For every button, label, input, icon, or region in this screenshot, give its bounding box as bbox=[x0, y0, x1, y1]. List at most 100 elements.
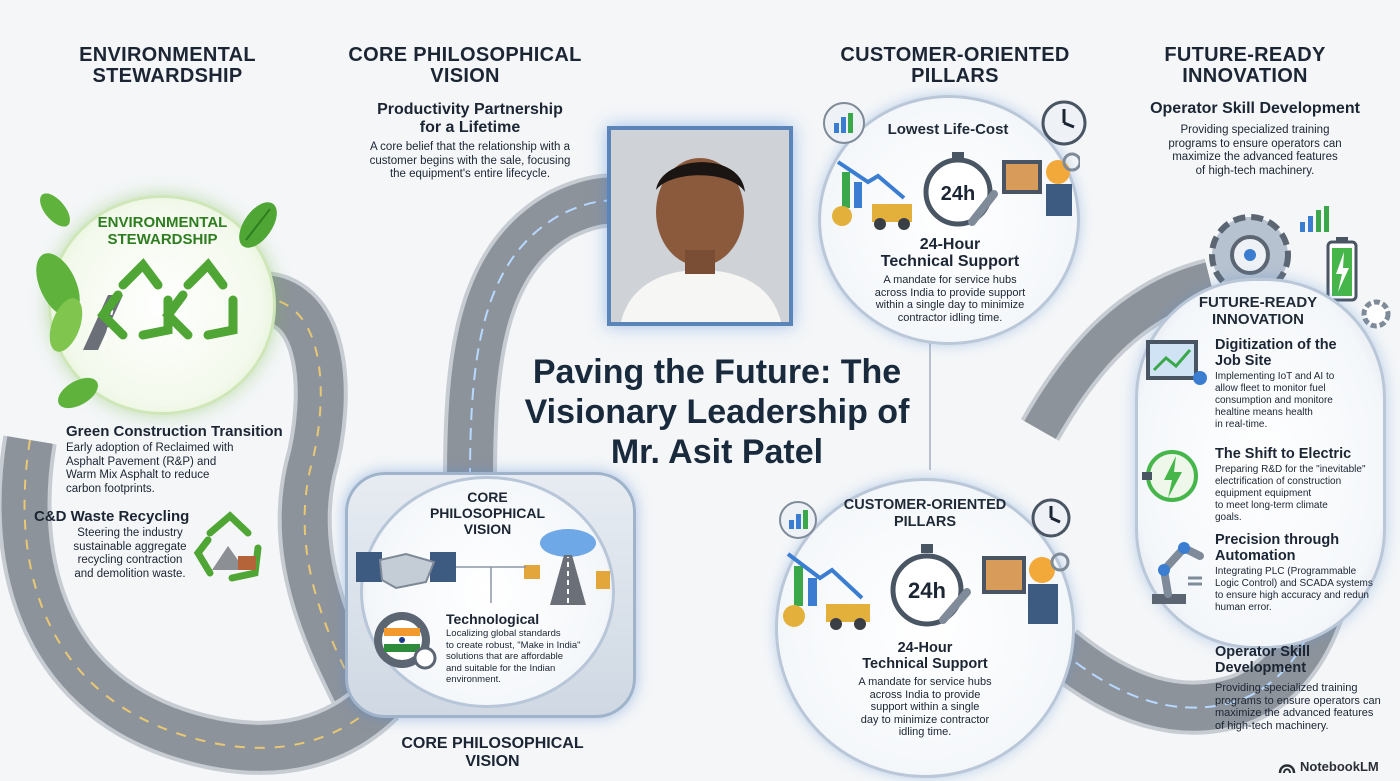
skill-body-line4: of high-tech machinery. bbox=[1195, 164, 1315, 177]
skill-body-line3: maximize the advanced features bbox=[1172, 151, 1338, 163]
top-support-body: A mandate for service hubs across India … bbox=[855, 274, 1045, 324]
header-environmental-line1: ENVIRONMENTAL bbox=[79, 44, 256, 66]
automation-body-line4: human error. bbox=[1215, 602, 1272, 613]
automation-title-line1: Precision through bbox=[1215, 532, 1340, 548]
clock-icon-bottom bbox=[1031, 498, 1071, 538]
india-flag-gear-icon bbox=[374, 612, 437, 670]
partnership-body-line1: A core belief that the relationship with… bbox=[369, 141, 571, 153]
environmental-circle-label-line1: ENVIRONMENTAL bbox=[97, 214, 228, 231]
notebooklm-logo-icon bbox=[1278, 764, 1296, 774]
digitization-body-line5: in real-time. bbox=[1215, 419, 1268, 430]
digitization-body: Implementing IoT and AI to allow fleet t… bbox=[1215, 371, 1380, 431]
digitization-body-line1: Implementing IoT and AI to bbox=[1215, 371, 1335, 382]
electric-body-line2: electrification of construction bbox=[1215, 476, 1342, 487]
bottom-support-body-line5: idling time. bbox=[898, 726, 952, 738]
stopwatch-24h-badge: 24h bbox=[941, 183, 975, 205]
skill2-title-line1: Operator Skill bbox=[1215, 644, 1311, 660]
automation-title: Precision through Automation bbox=[1215, 532, 1375, 564]
bottom-support-body-line2: across India to provide bbox=[869, 688, 981, 701]
connector-icon bbox=[456, 566, 526, 603]
technician-icon bbox=[1002, 152, 1080, 216]
gear-icon-small bbox=[1361, 299, 1391, 329]
tech-body-line1: Localizing global standards bbox=[446, 628, 561, 639]
digitization-body-line2: allow fleet to monitor fuel bbox=[1215, 383, 1326, 394]
stopwatch-24h-icon: 24h bbox=[923, 152, 998, 227]
bottom-support-body-line1: A mandate for service hubs bbox=[858, 676, 992, 688]
future-panel bbox=[1135, 278, 1386, 649]
top-support-body-line3: within a single day to minimize bbox=[875, 299, 1025, 311]
gear-icon bbox=[1209, 214, 1291, 290]
automation-body-line3: to ensure high accuracy and redun bbox=[1215, 590, 1369, 601]
core-circle-label-line2: PHILOSOPHICAL bbox=[429, 505, 546, 521]
technological-body: Localizing global standards to create ro… bbox=[446, 628, 616, 686]
header-core: CORE PHILOSOPHICAL VISION bbox=[340, 45, 590, 87]
cloud-road-icon bbox=[524, 529, 610, 605]
header-customer-line2: PILLARS bbox=[911, 65, 999, 87]
robot-arm-icon bbox=[1152, 542, 1204, 604]
header-future-line1: FUTURE-READY bbox=[1164, 44, 1326, 66]
customer-bottom-label: CUSTOMER-ORIENTED PILLARS bbox=[825, 497, 1025, 531]
top-support-title-line2: Technical Support bbox=[880, 253, 1020, 270]
growth-bars-icon bbox=[1300, 206, 1329, 232]
portrait-photo bbox=[611, 130, 789, 322]
cd-body-line1: Steering the industry bbox=[77, 527, 183, 539]
bottom-support-title: 24-Hour Technical Support bbox=[845, 640, 1005, 672]
leaf-icon-bottom bbox=[58, 377, 98, 409]
battery-icon bbox=[1326, 237, 1358, 302]
tech-body-line4: and suitable for the Indian bbox=[446, 662, 556, 674]
digitization-body-line4: healtine means health bbox=[1215, 407, 1313, 418]
automation-body-line2: Logic Control) and SCADA systems bbox=[1215, 578, 1373, 589]
cd-body-line2: sustainable aggregate bbox=[73, 540, 187, 553]
skill-body-line1: Providing specialized training bbox=[1180, 124, 1330, 136]
cd-body-line4: and demolition waste. bbox=[74, 567, 186, 580]
electric-plug-icon bbox=[1142, 450, 1198, 502]
green-body-line4: carbon footprints. bbox=[66, 482, 155, 495]
cost-decline-icon-bottom bbox=[783, 552, 870, 630]
technician-icon-bottom bbox=[982, 552, 1070, 624]
digitization-title: Digitization of the Job Site bbox=[1215, 337, 1375, 369]
skill2-body: Providing specialized training programs … bbox=[1215, 682, 1397, 732]
header-future-line2: INNOVATION bbox=[1182, 65, 1308, 87]
customer-bottom-circle bbox=[775, 478, 1075, 778]
automation-body-line1: Integrating PLC (Programmable bbox=[1215, 566, 1357, 577]
future-circle-label-line1: FUTURE-READY bbox=[1198, 294, 1318, 311]
core-circle-label-line3: VISION bbox=[463, 521, 512, 537]
cost-decline-icon bbox=[832, 160, 912, 230]
bottom-support-body: A mandate for service hubs across India … bbox=[840, 676, 1010, 739]
bottom-support-title-line1: 24-Hour bbox=[897, 640, 953, 656]
electric-title: The Shift to Electric bbox=[1215, 446, 1352, 462]
top-support-title-line1: 24-Hour bbox=[919, 236, 981, 253]
green-body-line1: Early adoption of Reclaimed with bbox=[66, 442, 234, 454]
green-construction-title: Green Construction Transition bbox=[66, 423, 283, 440]
map-monitor-icon bbox=[1146, 340, 1207, 385]
bottom-support-body-line4: day to minimize contractor bbox=[860, 713, 990, 726]
header-future: FUTURE-READY INNOVATION bbox=[1150, 45, 1340, 87]
automation-body: Integrating PLC (Programmable Logic Cont… bbox=[1215, 566, 1395, 614]
partnership-title-line2: for a Lifetime bbox=[419, 119, 521, 136]
future-circle-label-line2: INNOVATION bbox=[1212, 311, 1304, 328]
cd-waste-title: C&D Waste Recycling bbox=[34, 508, 190, 525]
brand-watermark: NotebookLM bbox=[1278, 759, 1398, 777]
recycle-icon bbox=[36, 253, 238, 352]
green-construction-body: Early adoption of Reclaimed with Asphalt… bbox=[66, 442, 286, 496]
top-support-body-line1: A mandate for service hubs bbox=[883, 274, 1017, 286]
header-environmental: ENVIRONMENTAL STEWARDSHIP bbox=[60, 45, 275, 87]
header-environmental-line2: STEWARDSHIP bbox=[92, 65, 243, 87]
core-circle-label-line1: CORE bbox=[467, 489, 508, 505]
partnership-body: A core belief that the relationship with… bbox=[345, 141, 595, 182]
partnership-body-line2: customer begins with the sale, focusing bbox=[369, 154, 571, 167]
environmental-circle-label: ENVIRONMENTAL STEWARDSHIP bbox=[75, 214, 250, 248]
partnership-title: Productivity Partnership for a Lifetime bbox=[350, 101, 590, 137]
brand-name: NotebookLM bbox=[1300, 759, 1379, 774]
skill2-body-line2: programs to ensure operators can bbox=[1215, 694, 1381, 707]
environmental-circle-label-line2: STEWARDSHIP bbox=[107, 231, 218, 248]
handshake-icon bbox=[356, 552, 456, 590]
cd-body-line3: recycling contraction bbox=[77, 554, 183, 566]
rubble-recycle-icon bbox=[193, 511, 262, 582]
skill2-title-line2: Development bbox=[1215, 660, 1307, 676]
header-customer: CUSTOMER-ORIENTED PILLARS bbox=[830, 45, 1080, 87]
technological-title: Technological bbox=[446, 611, 540, 627]
header-core-line1: CORE PHILOSOPHICAL bbox=[348, 44, 582, 66]
lowest-life-cost-label: Lowest Life-Cost bbox=[887, 121, 1009, 138]
bar-chart-icon bbox=[823, 102, 865, 144]
